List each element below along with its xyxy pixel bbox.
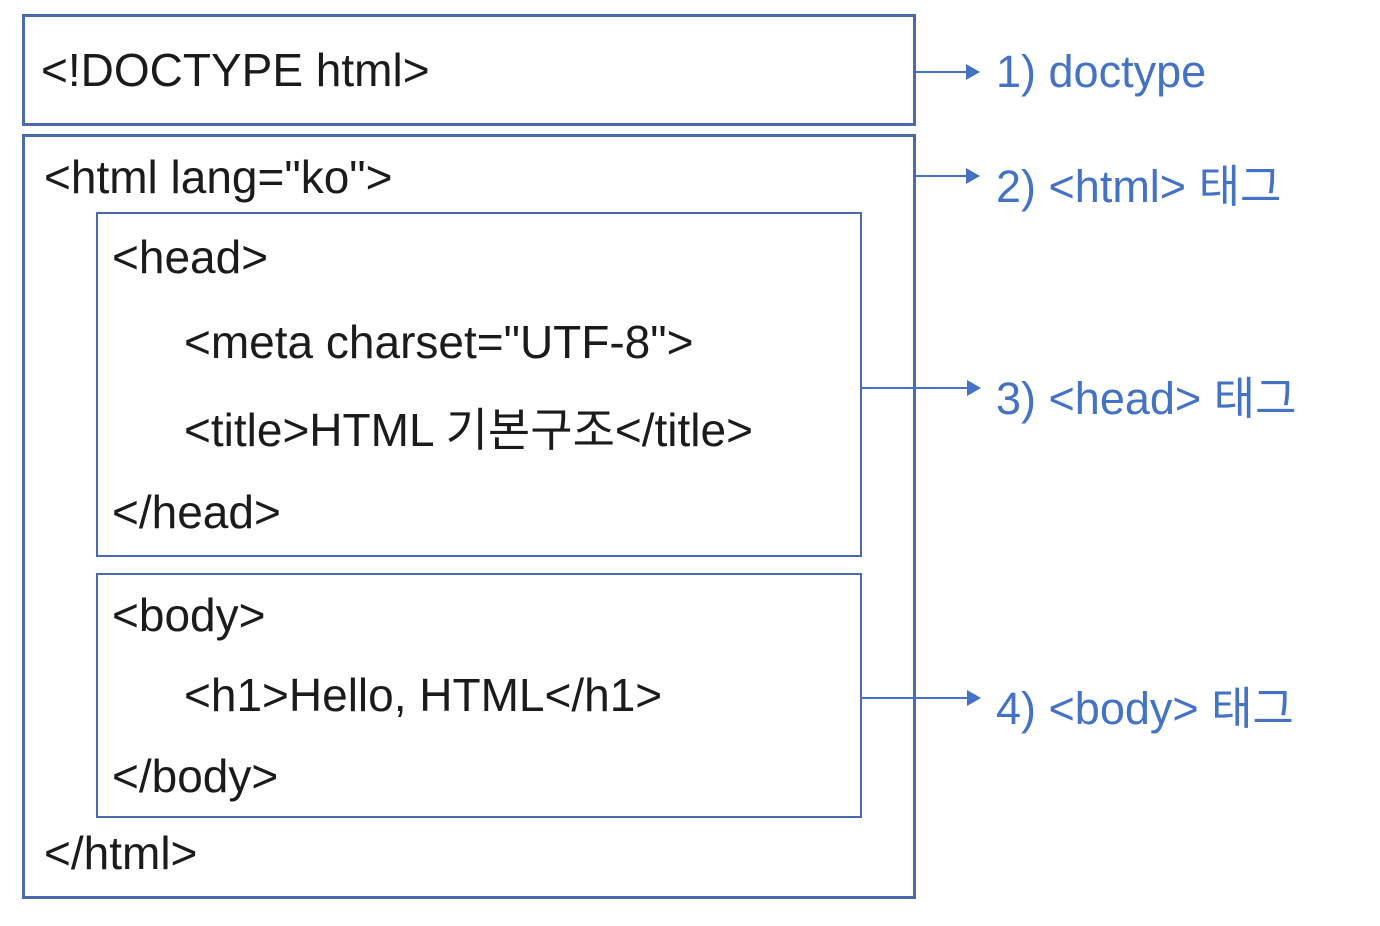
label-doctype: 1) doctype (996, 46, 1207, 97)
arrow-shaft (916, 71, 966, 73)
title-tag-text: <title>HTML 기본구조</title> (184, 404, 753, 457)
arrowhead-icon (967, 690, 981, 706)
html-open-tag-text: <html lang="ko"> (44, 151, 393, 203)
doctype-box: <!DOCTYPE html> (22, 14, 916, 126)
arrow-shaft (916, 175, 966, 177)
arrow-to-doctype-label (916, 64, 980, 80)
body-close-tag-text: </body> (112, 749, 279, 802)
head-open-tag-text: <head> (112, 230, 269, 283)
body-tag-box: <body> <h1>Hello, HTML</h1> </body> (96, 573, 862, 818)
h1-hello-html-text: <h1>Hello, HTML</h1> (184, 669, 663, 722)
arrow-to-body-label (861, 690, 981, 706)
html-close-tag-text: </html> (44, 827, 198, 879)
arrowhead-icon (967, 380, 981, 396)
label-head-tag: 3) <head> 태그 (996, 373, 1297, 424)
doctype-code-text: <!DOCTYPE html> (41, 44, 430, 96)
arrowhead-icon (966, 168, 980, 184)
arrow-shaft (861, 387, 967, 389)
arrow-to-html-label (916, 168, 980, 184)
arrow-to-head-label (861, 380, 981, 396)
head-tag-box: <head> <meta charset="UTF-8"> <title>HTM… (96, 212, 862, 557)
head-close-tag-text: </head> (112, 486, 281, 539)
body-open-tag-text: <body> (112, 589, 266, 642)
label-html-tag: 2) <html> 태그 (996, 161, 1282, 212)
meta-charset-text: <meta charset="UTF-8"> (184, 315, 694, 368)
arrowhead-icon (966, 64, 980, 80)
label-body-tag: 4) <body> 태그 (996, 683, 1294, 734)
arrow-shaft (861, 697, 967, 699)
